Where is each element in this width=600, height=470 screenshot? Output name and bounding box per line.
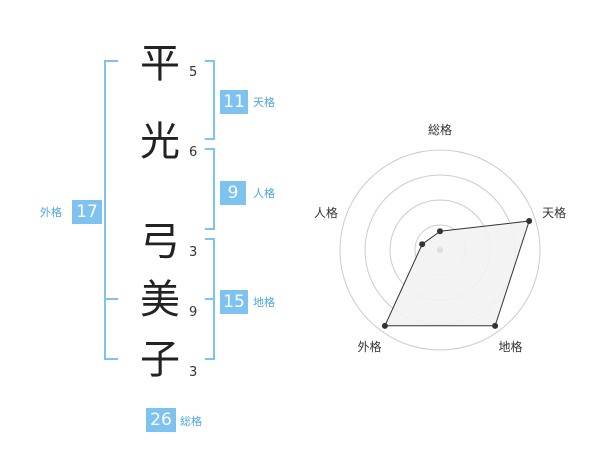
chikaku-badge: 15 xyxy=(220,290,248,314)
radar-point-2 xyxy=(526,218,533,225)
radar-axis-label-2: 天格 xyxy=(542,205,566,220)
radar-axis-label-1: 総格 xyxy=(428,122,452,137)
gaikaku-badge: 17 xyxy=(72,200,102,224)
gaikaku-label: 外格 xyxy=(40,206,62,219)
name-char-5: 子 xyxy=(140,337,180,383)
name-char-1: 平 xyxy=(140,41,180,87)
stroke-count-3: 3 xyxy=(189,245,198,260)
soukaku-badge: 26 xyxy=(146,408,176,432)
name-char-3: 弓 xyxy=(140,219,180,265)
tenkaku-badge: 11 xyxy=(220,90,248,114)
radar-axis-label-5: 人格 xyxy=(314,205,338,220)
radar-area xyxy=(384,220,530,327)
radar-point-1 xyxy=(437,228,443,235)
tenkaku-label: 天格 xyxy=(253,96,275,109)
name-char-2: 光 xyxy=(140,119,180,165)
stroke-count-1: 5 xyxy=(189,65,198,80)
stroke-count-5: 3 xyxy=(189,365,198,380)
stroke-count-2: 6 xyxy=(189,145,198,160)
jinkaku-badge: 9 xyxy=(220,181,246,205)
radar-axis-label-4: 外格 xyxy=(357,339,381,354)
jinkaku-label: 人格 xyxy=(253,187,275,200)
radar-point-3 xyxy=(492,322,499,329)
chikaku-label: 地格 xyxy=(253,296,275,309)
name-char-4: 美 xyxy=(140,277,180,323)
radar-ring xyxy=(339,149,541,351)
stroke-count-4: 9 xyxy=(189,305,198,320)
radar-axis-label-3: 地格 xyxy=(499,339,523,354)
radar-point-5 xyxy=(419,241,426,248)
soukaku-label: 総格 xyxy=(180,415,202,428)
radar-point-4 xyxy=(381,322,388,329)
radar-center-point xyxy=(437,247,443,253)
